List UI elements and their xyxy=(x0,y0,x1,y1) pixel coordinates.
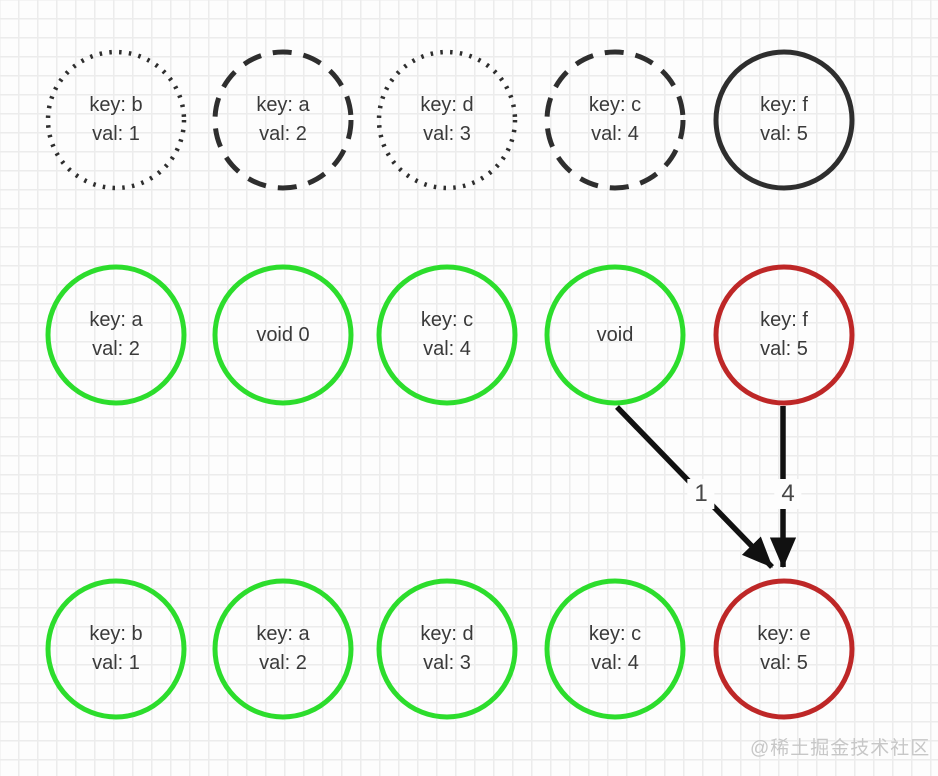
node-key-line: key: d xyxy=(420,94,474,116)
node-text: key: a val: 2 xyxy=(212,578,354,720)
node-text: key: b val: 1 xyxy=(45,578,187,720)
node-r3-key-b: key: b val: 1 xyxy=(45,578,187,720)
node-val-line: val: 3 xyxy=(423,123,471,145)
circle-outline-solid xyxy=(45,264,187,406)
node-key-line: key: e xyxy=(757,623,811,645)
node-key-line: key: a xyxy=(89,309,143,331)
node-r2-key-f: key: f val: 5 xyxy=(713,264,855,406)
node-key-line: void xyxy=(596,323,634,346)
node-key-line: key: b xyxy=(89,623,143,645)
circle-outline-solid xyxy=(376,578,518,720)
node-key-line: key: f xyxy=(760,309,808,331)
circle-outline-dotted xyxy=(45,49,187,191)
circle-outline-dotted xyxy=(376,49,518,191)
node-key-line: key: c xyxy=(588,94,642,116)
node-val-line: val: 2 xyxy=(259,652,307,674)
circle-outline-solid xyxy=(713,264,855,406)
arrow-label-4: 4 xyxy=(774,479,802,509)
node-text: key: f val: 5 xyxy=(713,49,855,191)
circle-outline-solid xyxy=(45,578,187,720)
node-val-line: val: 4 xyxy=(591,123,639,145)
node-val-line: val: 5 xyxy=(760,123,808,145)
node-r1-key-b: key: b val: 1 xyxy=(45,49,187,191)
node-r1-key-c: key: c val: 4 xyxy=(544,49,686,191)
node-text: key: c val: 4 xyxy=(376,264,518,406)
node-val-line: val: 4 xyxy=(423,338,471,360)
node-val-line: val: 2 xyxy=(92,338,140,360)
node-r2-void-0: void 0 xyxy=(212,264,354,406)
node-r3-key-c: key: c val: 4 xyxy=(544,578,686,720)
circle-outline-solid xyxy=(544,264,686,406)
node-val-line: val: 1 xyxy=(92,123,140,145)
circle-outline-dashed xyxy=(544,49,686,191)
node-text: key: a val: 2 xyxy=(45,264,187,406)
node-text: key: f val: 5 xyxy=(713,264,855,406)
node-key-line: void 0 xyxy=(256,323,310,346)
node-r3-key-d: key: d val: 3 xyxy=(376,578,518,720)
node-key-line: key: d xyxy=(420,623,474,645)
node-text: key: d val: 3 xyxy=(376,49,518,191)
node-text: key: e val: 5 xyxy=(713,578,855,720)
node-key-line: key: a xyxy=(256,623,310,645)
circle-outline-dashed xyxy=(212,49,354,191)
node-key-line: key: a xyxy=(256,94,310,116)
circle-outline-solid xyxy=(713,49,855,191)
node-r3-key-a: key: a val: 2 xyxy=(212,578,354,720)
node-val-line: val: 5 xyxy=(760,652,808,674)
circle-outline-solid xyxy=(212,264,354,406)
node-text: key: d val: 3 xyxy=(376,578,518,720)
watermark-text: @稀土掘金技术社区 xyxy=(750,738,931,759)
node-text: key: c val: 4 xyxy=(544,578,686,720)
node-key-line: key: c xyxy=(588,623,642,645)
node-text: key: c val: 4 xyxy=(544,49,686,191)
node-r1-key-a: key: a val: 2 xyxy=(212,49,354,191)
node-val-line: val: 2 xyxy=(259,123,307,145)
node-val-line: val: 4 xyxy=(591,652,639,674)
node-r1-key-f: key: f val: 5 xyxy=(713,49,855,191)
node-text: void 0 xyxy=(212,264,354,406)
node-val-line: val: 3 xyxy=(423,652,471,674)
circle-outline-solid xyxy=(544,578,686,720)
node-val-line: val: 5 xyxy=(760,338,808,360)
circle-outline-solid xyxy=(713,578,855,720)
node-r2-key-c: key: c val: 4 xyxy=(376,264,518,406)
circle-outline-solid xyxy=(376,264,518,406)
circle-outline-solid xyxy=(212,578,354,720)
node-key-line: key: f xyxy=(760,94,808,116)
node-val-line: val: 1 xyxy=(92,652,140,674)
arrow-label-1: 1 xyxy=(687,479,715,509)
node-text: void xyxy=(544,264,686,406)
node-text: key: b val: 1 xyxy=(45,49,187,191)
node-r3-key-e: key: e val: 5 xyxy=(713,578,855,720)
node-r2-key-a: key: a val: 2 xyxy=(45,264,187,406)
node-r2-void: void xyxy=(544,264,686,406)
node-text: key: a val: 2 xyxy=(212,49,354,191)
node-key-line: key: c xyxy=(420,309,474,331)
node-key-line: key: b xyxy=(89,94,143,116)
node-r1-key-d: key: d val: 3 xyxy=(376,49,518,191)
